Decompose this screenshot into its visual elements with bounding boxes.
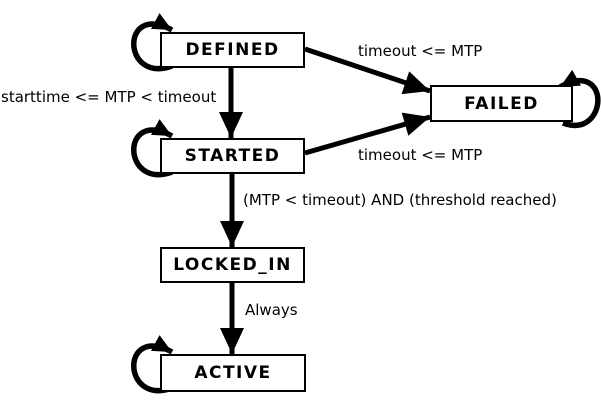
state-label-active: ACTIVE bbox=[194, 363, 272, 383]
arrow-defined-to-failed bbox=[304, 46, 431, 95]
self-loop-active bbox=[131, 335, 174, 394]
self-loop-started bbox=[131, 119, 174, 178]
state-label-defined: DEFINED bbox=[185, 40, 280, 60]
state-label-failed: FAILED bbox=[464, 93, 539, 114]
state-box-started: STARTED bbox=[160, 138, 305, 174]
state-box-active: ACTIVE bbox=[160, 354, 306, 392]
transition-label-defined-to-failed: timeout <= MTP bbox=[358, 42, 483, 60]
self-loop-failed bbox=[558, 69, 601, 128]
state-box-defined: DEFINED bbox=[160, 32, 305, 68]
state-label-locked-in: LOCKED_IN bbox=[173, 255, 292, 275]
arrow-started-to-failed bbox=[304, 112, 431, 156]
transition-label-started-to-failed: timeout <= MTP bbox=[358, 146, 483, 164]
transition-label-started-to-locked-in: (MTP < timeout) AND (threshold reached) bbox=[243, 191, 557, 209]
state-label-started: STARTED bbox=[184, 146, 281, 166]
transition-label-locked-in-to-active: Always bbox=[245, 301, 298, 319]
state-box-locked-in: LOCKED_IN bbox=[160, 247, 305, 283]
state-box-failed: FAILED bbox=[430, 85, 573, 122]
self-loop-defined bbox=[131, 13, 174, 72]
transition-label-defined-to-started: starttime <= MTP < timeout bbox=[1, 88, 217, 106]
